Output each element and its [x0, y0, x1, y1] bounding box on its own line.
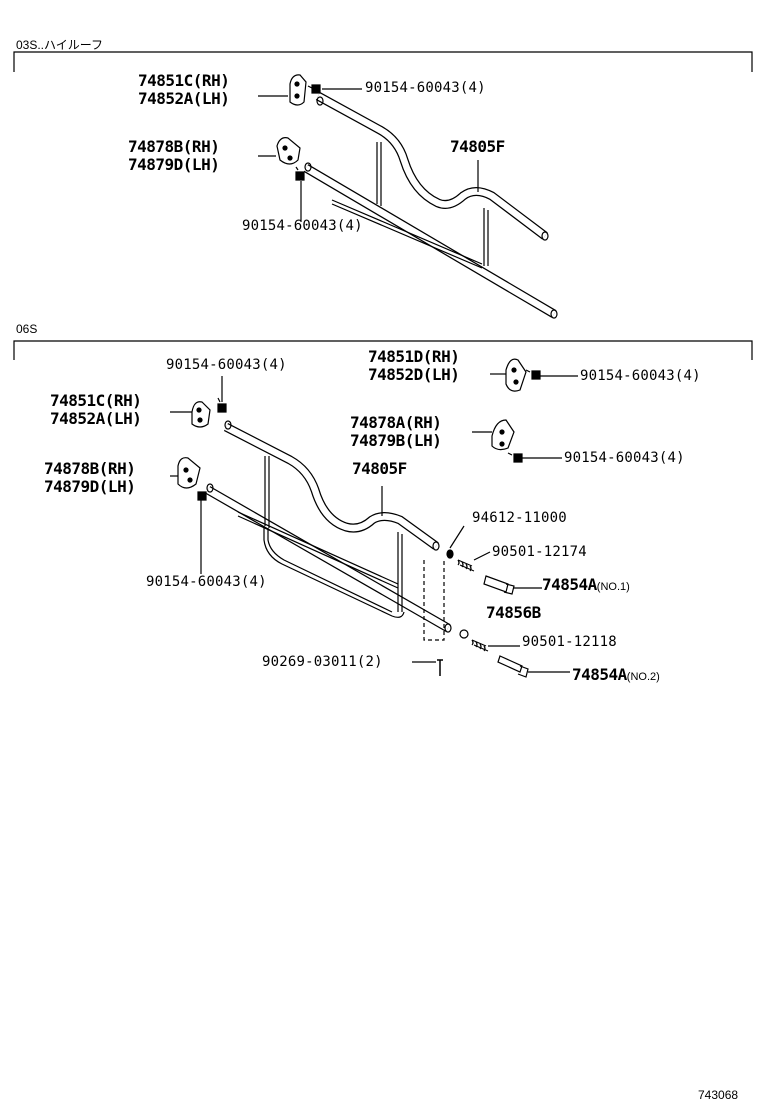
part-label-74851d: 74851D(RH): [368, 347, 460, 366]
figure-number: 743068: [698, 1088, 739, 1102]
part-label-74805f-top: 74805F: [450, 137, 505, 156]
part-label-74852d: 74852D(LH): [368, 365, 460, 384]
part-label-74854a-no1: 74854A(NO.1): [542, 576, 630, 596]
section-title-bottom: 06S: [16, 322, 38, 336]
part-label-90501-12174: 90501-12174: [492, 544, 587, 560]
part-label-bolt-b: 90154-60043(4): [242, 218, 363, 234]
section-title-top: 03S..ハイルーフ: [16, 38, 104, 52]
section-bracket-top: [13, 51, 753, 72]
part-label-74879d-b: 74879D(LH): [44, 477, 136, 496]
bracket-bottom-left-lower: [177, 457, 201, 489]
part-label-74852a-b: 74852A(LH): [50, 409, 142, 428]
part-label-74879b: 74879B(LH): [350, 431, 442, 450]
part-label-74854a-no2: 74854A(NO.2): [572, 666, 660, 686]
part-label-74851c-b: 74851C(RH): [50, 391, 142, 410]
part-label-bolt-left: 90154-60043(4): [146, 574, 267, 590]
part-number: 74854A: [542, 575, 597, 594]
part-label-90269: 90269-03011(2): [262, 654, 383, 670]
part-label-bolt-a: 90154-60043(4): [365, 80, 486, 96]
section-bracket-bottom: [13, 340, 753, 360]
bracket-top-upper: [289, 74, 307, 106]
part-label-94612: 94612-11000: [472, 510, 567, 526]
variant-note: (NO.2): [626, 671, 660, 683]
part-label-74856b: 74856B: [486, 603, 541, 622]
part-label-74879d: 74879D(LH): [128, 155, 220, 174]
bracket-bottom-right-upper: [505, 358, 527, 392]
part-label-74851c: 74851C(RH): [138, 71, 230, 90]
roof-rack-assembly-bottom: [205, 420, 452, 633]
part-label-74852a: 74852A(LH): [138, 89, 230, 108]
variant-note: (NO.1): [596, 581, 630, 593]
part-label-74878a: 74878A(RH): [350, 413, 442, 432]
part-label-bolt-right2: 90154-60043(4): [564, 450, 685, 466]
part-number: 74854A: [572, 665, 627, 684]
roof-rack-assembly-top: [303, 92, 558, 319]
part-label-bolt-top: 90154-60043(4): [166, 357, 287, 373]
part-label-74878b-b: 74878B(RH): [44, 459, 136, 478]
bracket-bottom-right-lower: [491, 419, 515, 451]
part-label-74878b: 74878B(RH): [128, 137, 220, 156]
part-label-bolt-right1: 90154-60043(4): [580, 368, 701, 384]
bracket-bottom-left-upper: [191, 401, 211, 428]
bracket-top-lower: [276, 137, 301, 165]
part-label-74805f-bottom: 74805F: [352, 459, 407, 478]
part-label-90501-12118: 90501-12118: [522, 634, 617, 650]
